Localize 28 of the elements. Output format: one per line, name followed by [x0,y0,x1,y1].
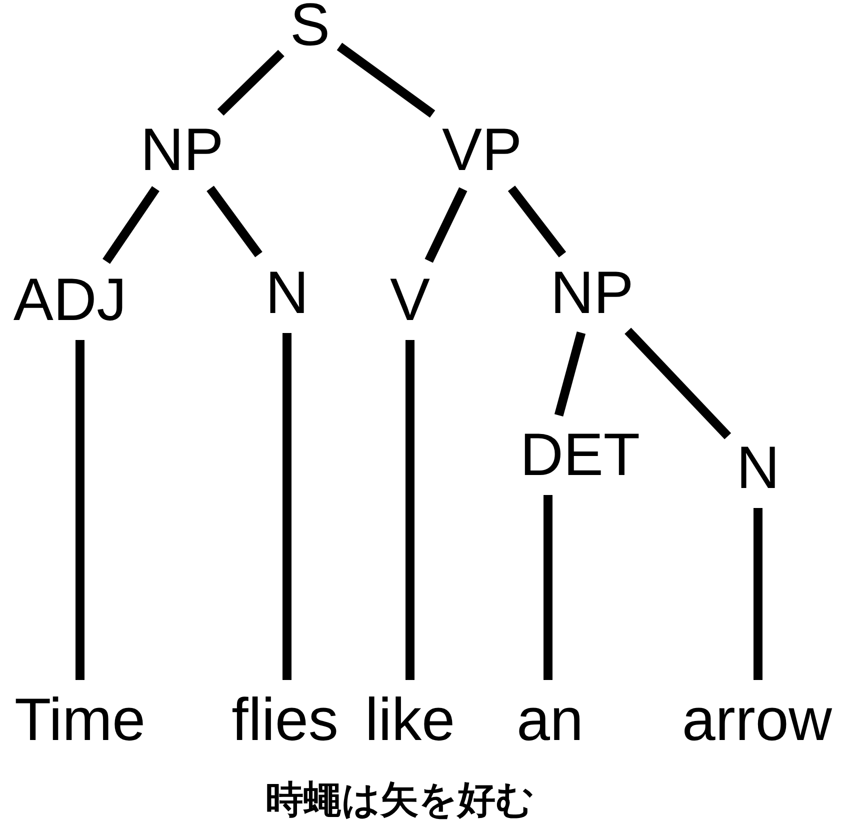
category-label: DET [517,423,643,487]
tree-branch [554,332,586,416]
caption: 時蠅は矢を好む [266,776,534,824]
category-label: N [262,261,312,325]
category-label: VP [438,118,526,182]
category-label: NP [137,118,227,182]
tree-branch [424,187,468,263]
tree-branch [217,50,284,116]
category-label: S [286,0,334,57]
tree-branch [282,333,292,680]
tree-branch [102,186,160,264]
tree-branch [336,42,436,118]
tree-branch [206,186,262,258]
category-label: NP [547,261,637,325]
tree-branch [76,340,84,680]
tree-branch [544,495,552,680]
word-label: Time [11,688,149,752]
category-label: N [733,436,783,500]
word-label: flies [228,688,342,752]
tree-branch [508,186,566,258]
word-label: an [514,688,586,752]
tree-branch [754,508,762,680]
category-label: V [386,268,434,332]
category-label: ADJ [10,268,130,332]
word-label: arrow [678,688,836,752]
tree-branch [406,340,414,680]
tree-branch [624,328,732,440]
word-label: like [362,688,458,752]
